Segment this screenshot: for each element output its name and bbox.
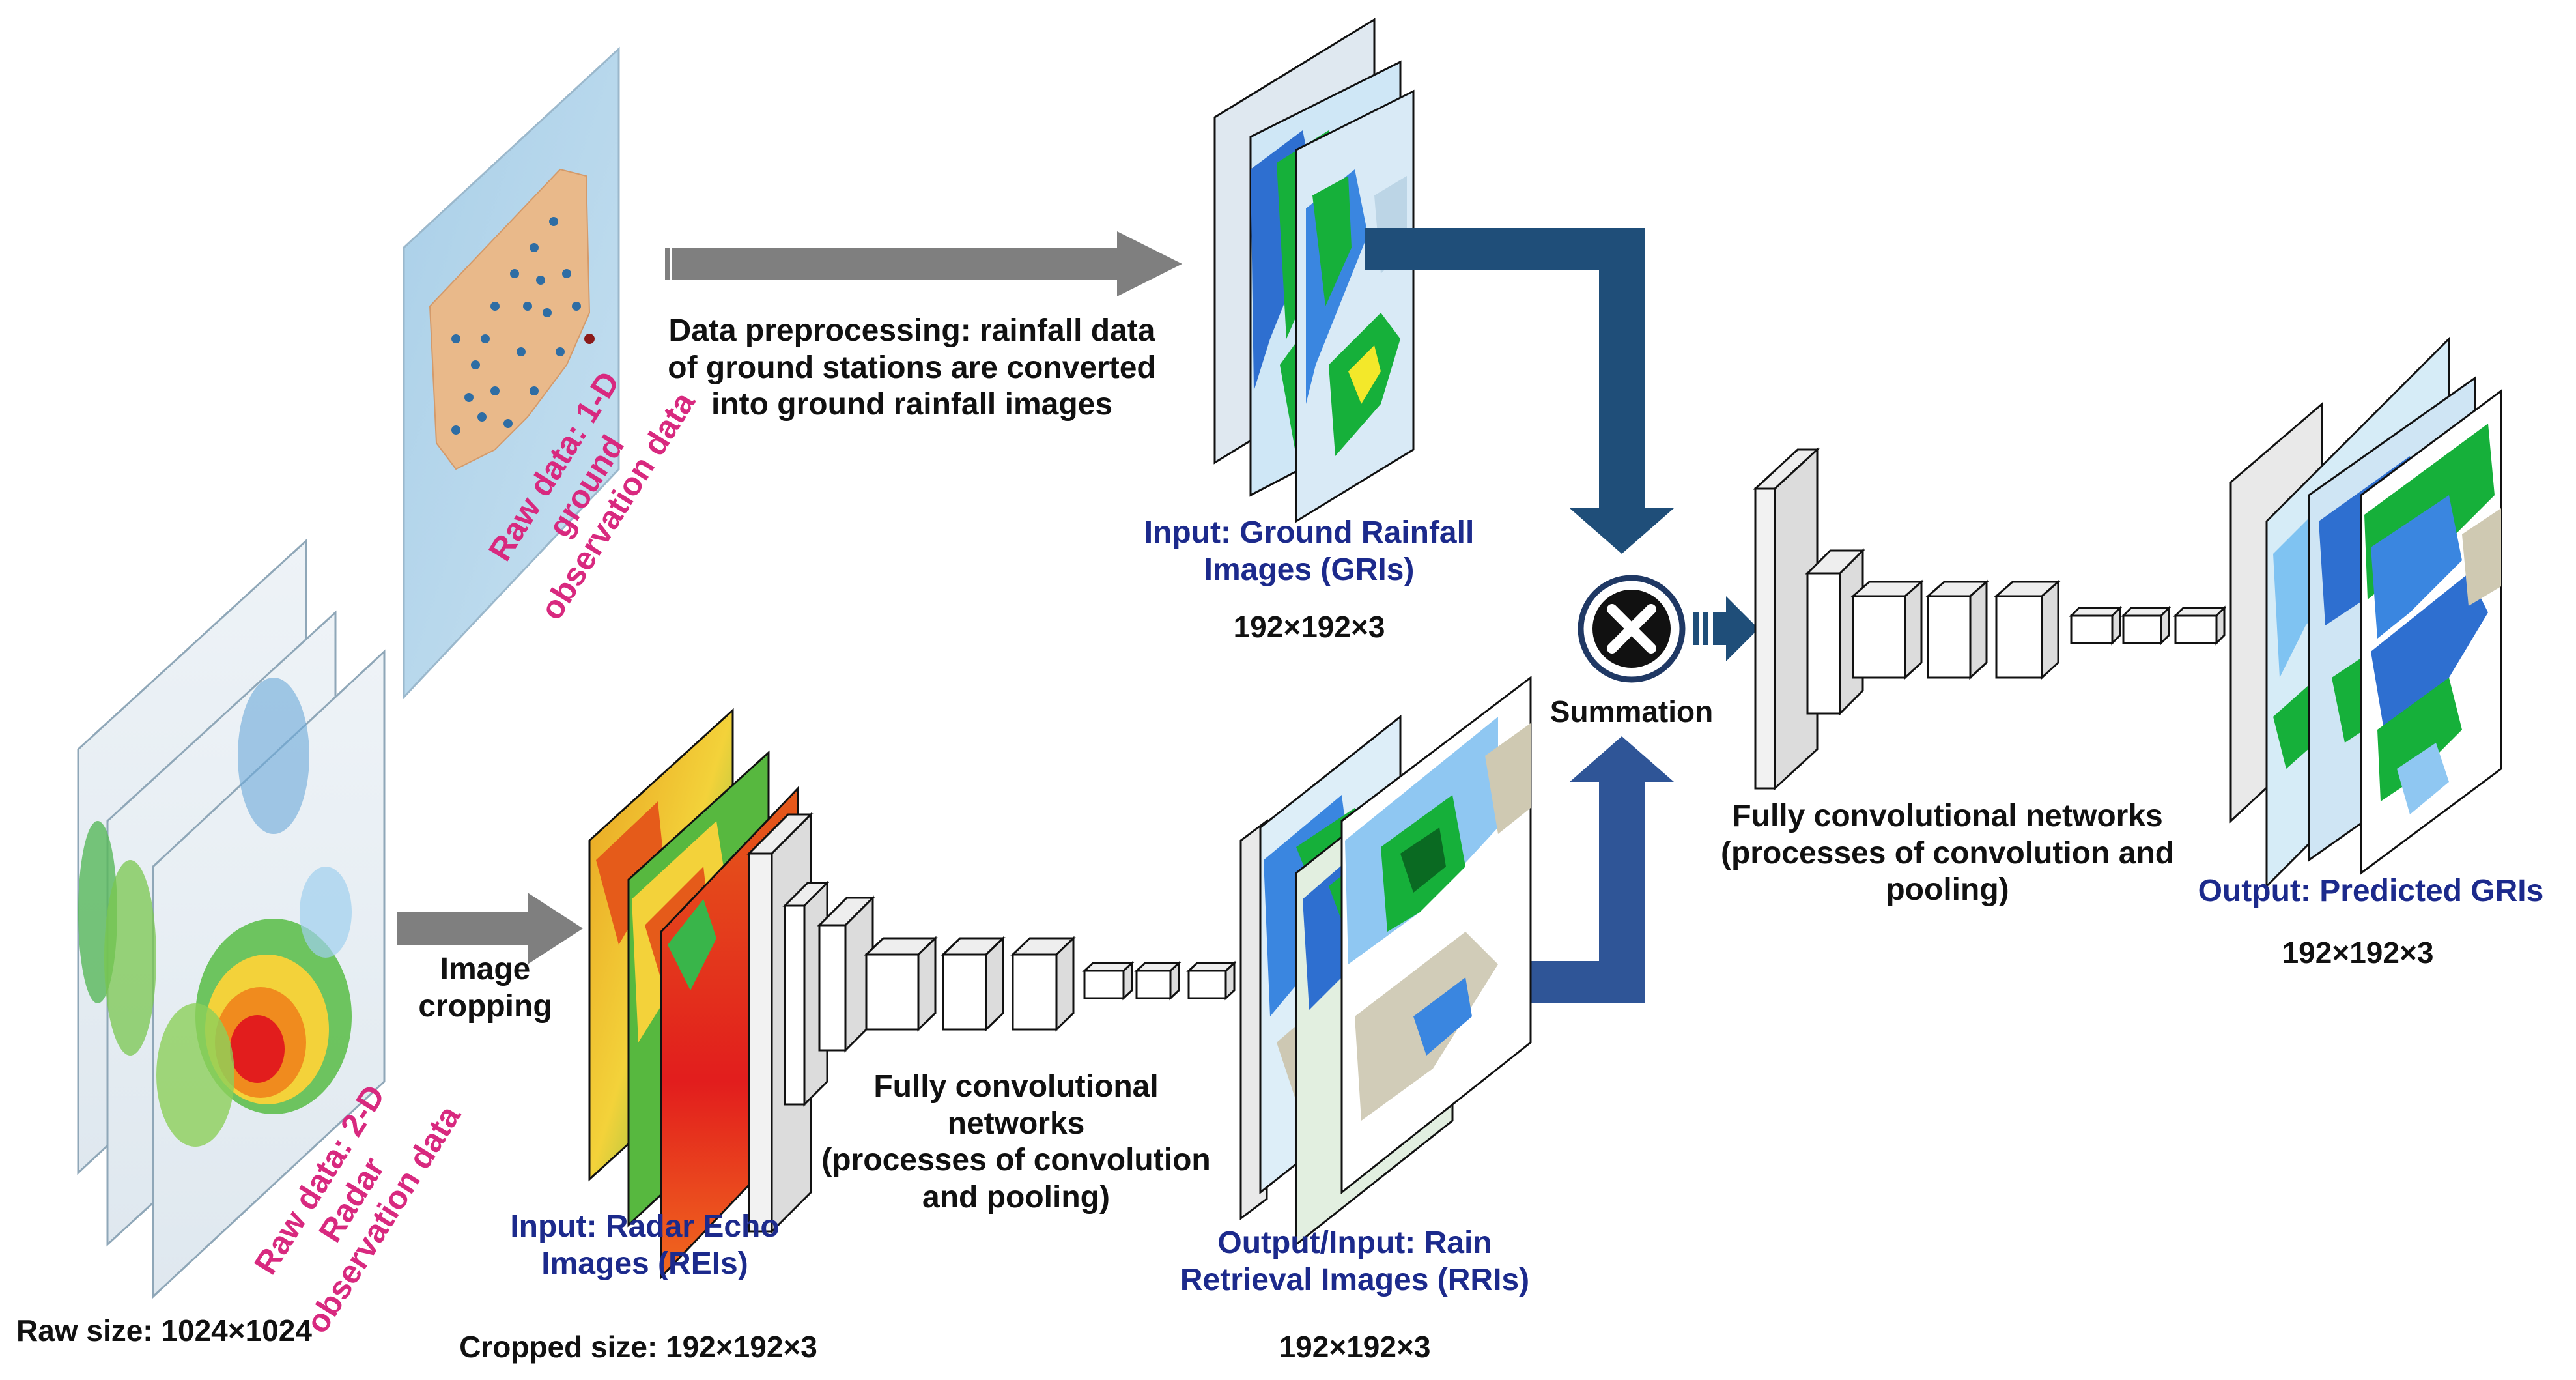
preprocess-arrow xyxy=(661,231,1182,296)
rei-label: Input: Radar Echo Images (REIs) xyxy=(510,1209,780,1281)
fcn2-label: Fully convolutional networks (processes … xyxy=(1720,799,2175,908)
gri-image-stack xyxy=(1213,18,1415,523)
predicted-gri-stack xyxy=(2229,336,2502,889)
summation-label: Summation xyxy=(1550,695,1714,728)
summation-operator-icon xyxy=(1578,575,1686,683)
cropping-arrow xyxy=(397,893,583,964)
fcn-encoder-decoder-2 xyxy=(1753,447,2227,791)
raw-size: Raw size: 1024×1024 xyxy=(16,1314,312,1347)
fcn1-label: Fully convolutional networks (processes … xyxy=(821,1069,1211,1215)
rri-size: 192×192×3 xyxy=(1279,1330,1431,1364)
rri-label: Output/Input: Rain Retrieval Images (RRI… xyxy=(1180,1226,1530,1297)
gri-label: Input: Ground Rainfall Images (GRIs) xyxy=(1144,515,1475,587)
output-label: Output: Predicted GRIs xyxy=(2198,874,2544,908)
rri-image-stack xyxy=(1239,675,1532,1247)
output-size: 192×192×3 xyxy=(2282,936,2434,970)
summation-to-fcn-arrow xyxy=(1693,596,1759,661)
radar-image-stack xyxy=(77,538,386,1299)
cropping-label: Image cropping xyxy=(418,952,552,1024)
fcn-encoder-decoder-1 xyxy=(746,812,1237,1234)
gri-to-summation-arrow xyxy=(1365,228,1674,554)
preprocess-caption: Data preprocessing: rainfall data of gro… xyxy=(668,313,1156,422)
cropped-size: Cropped size: 192×192×3 xyxy=(459,1330,817,1364)
rri-to-summation-arrow xyxy=(1459,736,1674,1003)
ground-station-map xyxy=(403,46,620,700)
gri-size: 192×192×3 xyxy=(1233,610,1385,644)
